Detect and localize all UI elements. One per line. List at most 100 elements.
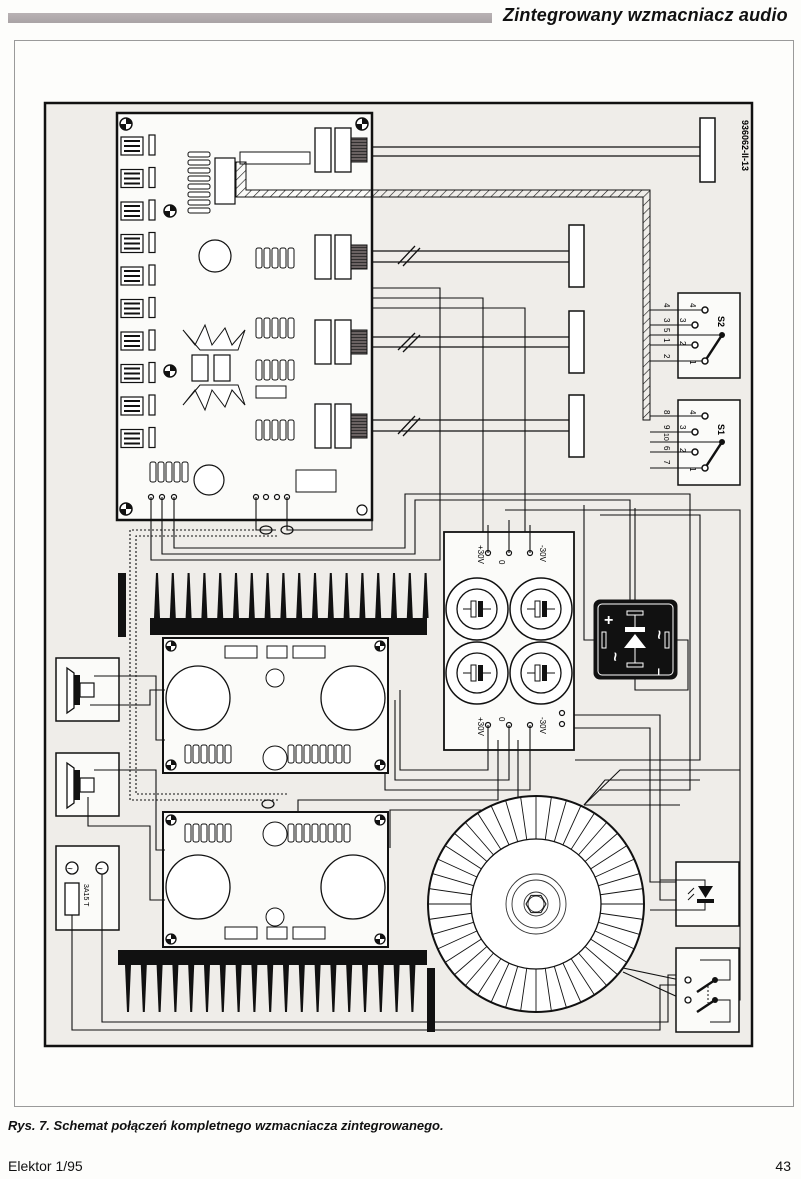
mounting-washer [511, 879, 561, 929]
resistor [148, 231, 156, 254]
heatsink-fin [125, 965, 131, 1012]
cap-top-label: +30V [476, 545, 485, 565]
filter-capacitor [165, 665, 231, 731]
drawing-id: 936062-II-13 [740, 120, 750, 171]
page-header-title: Zintegrowany wzmacniacz audio [503, 5, 788, 25]
s1-wire-number: 6 [662, 446, 671, 451]
cap-top-label: 0 [497, 560, 506, 565]
resistor [187, 191, 211, 198]
panel-potentiometer [568, 117, 716, 458]
mains-switch [675, 947, 740, 1033]
heatsink-fin [422, 573, 429, 618]
resistor [343, 823, 351, 843]
s1-wire-number: 8 [662, 410, 671, 415]
resistor [255, 247, 263, 269]
mounting-nut [525, 894, 547, 914]
resistor [216, 744, 224, 764]
mounting-washer [523, 891, 549, 917]
heatsink-fin [188, 965, 195, 1012]
heatsink-fin [172, 965, 179, 1012]
resistor [319, 823, 327, 843]
heatsink-fin [267, 965, 274, 1012]
resistor [279, 359, 287, 381]
mounting-washer [505, 873, 567, 935]
resistor [148, 166, 156, 189]
potentiometer-shaft [350, 244, 368, 270]
cap-bottom-label: -30V [538, 717, 547, 735]
cable-clip [259, 525, 273, 535]
resistor [287, 247, 295, 269]
heatsink-fin [391, 573, 397, 618]
heatsink-fin [343, 573, 350, 618]
resistor [343, 744, 351, 764]
s1-contact-number: 4 [688, 410, 697, 415]
resistor [148, 329, 156, 351]
power-transistor [292, 645, 326, 659]
resistor [287, 823, 295, 843]
preset-trimmer [265, 907, 285, 927]
resistor [187, 199, 211, 206]
switch-s2-label: S2 [716, 316, 726, 327]
heatsink-fin [156, 965, 163, 1012]
rectifier-ac: ~ [650, 630, 667, 639]
heatsink-base [150, 618, 427, 635]
resistor [192, 744, 200, 764]
heatsink-fin [235, 965, 242, 1012]
heatsink-fin [217, 573, 224, 618]
speaker-wiring [87, 675, 165, 901]
resistor [255, 359, 263, 381]
pot-cables [372, 146, 703, 437]
capacitor [198, 239, 232, 273]
heatsink-fin [362, 965, 368, 1012]
resistor [287, 744, 295, 764]
heatsink-fin [330, 965, 337, 1012]
mains-inlet: ~ ~ 3A15 T [55, 845, 120, 931]
heatsink-end [118, 573, 126, 637]
header-bar [8, 13, 492, 23]
figure-caption: Rys. 7. Schemat połączeń kompletnego wzm… [8, 1118, 444, 1133]
relay [295, 469, 337, 493]
heatsink-fin [251, 965, 258, 1012]
resistor [287, 317, 295, 339]
resistor [216, 823, 224, 843]
resistor [295, 744, 303, 764]
toroidal-transformer [427, 795, 645, 1013]
mains-symbol: ~ [67, 864, 73, 875]
ic2 [239, 151, 311, 165]
s1-wire-number: 10 [662, 433, 669, 441]
transformer-leads [583, 769, 740, 999]
heatsink-end [427, 968, 435, 1032]
resistor [148, 199, 156, 221]
s2-wire-number: 3 [662, 318, 671, 323]
s1-contact-number: 3 [678, 425, 687, 430]
dotted-shielded-cable [129, 529, 288, 801]
heatsink-fin [377, 965, 384, 1012]
heatsink-fin [406, 573, 413, 618]
power-transistor [292, 926, 326, 940]
resistor [327, 744, 335, 764]
s2-contact-number: 3 [678, 318, 687, 323]
resistor [271, 317, 279, 339]
s2-wire-number: 4 [662, 303, 671, 308]
potentiometer-body [334, 127, 352, 173]
s2-wire-number: 5 [662, 328, 671, 333]
potentiometer-body [334, 234, 352, 280]
resistor [187, 151, 211, 158]
resistor [149, 461, 157, 483]
resistor [303, 744, 311, 764]
resistor [184, 823, 192, 843]
resistor [187, 183, 211, 190]
cable-clip [261, 799, 275, 809]
resistor [271, 419, 279, 441]
power-transistor [224, 645, 258, 659]
amplifier-board-left [162, 637, 389, 774]
resistor [184, 744, 192, 764]
heatsink-bottom [118, 950, 427, 1012]
filter-capacitor [320, 854, 386, 920]
s1-contact-number: 1 [688, 467, 697, 472]
heatsink-fin [298, 965, 305, 1012]
preamp-board [115, 111, 651, 522]
switch-s1-label: S1 [716, 424, 726, 435]
potentiometer-body [334, 403, 352, 449]
heatsink-fin [314, 965, 321, 1012]
